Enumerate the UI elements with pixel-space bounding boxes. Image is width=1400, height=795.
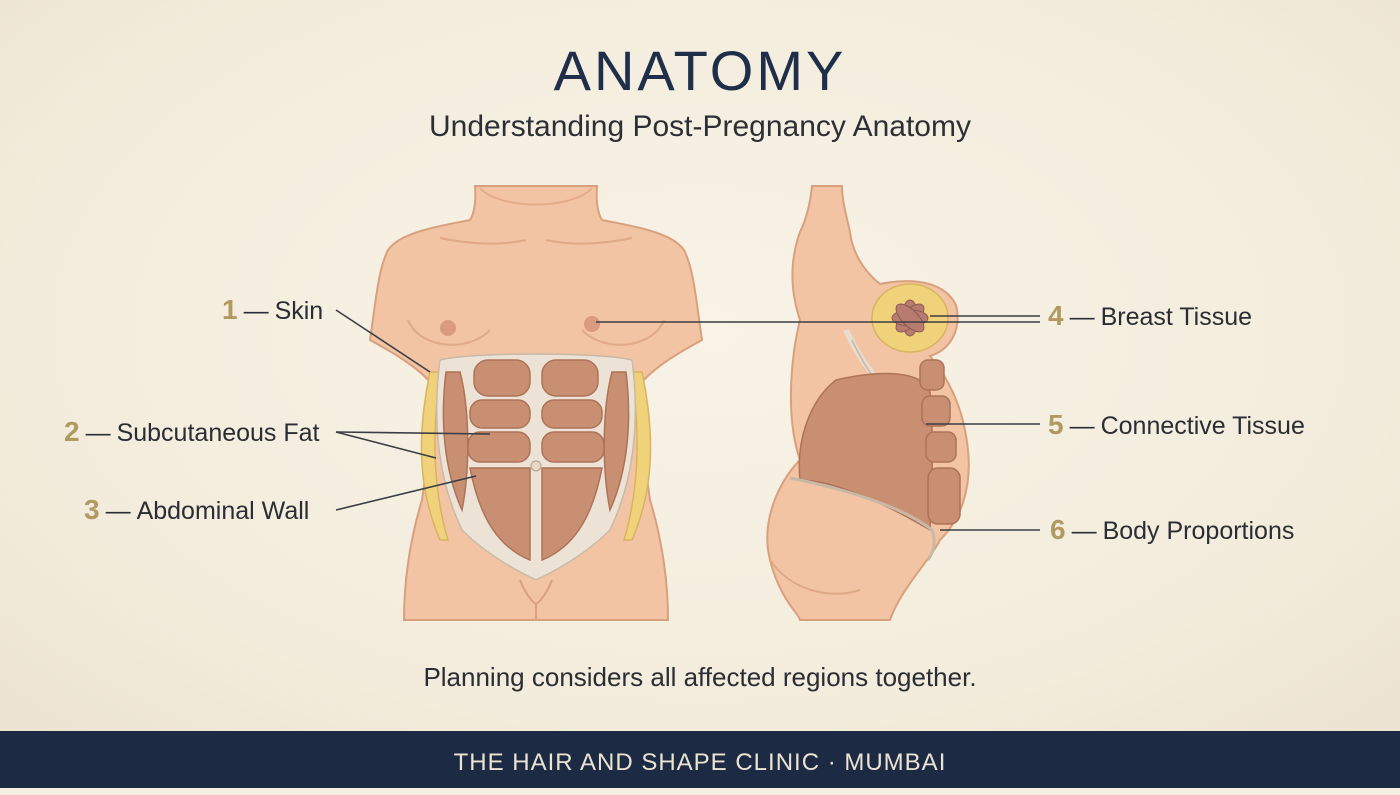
label-connective-tissue: 5—Connective Tissue <box>1048 409 1305 440</box>
leader-fat-2 <box>335 431 437 459</box>
breast-glands <box>891 299 929 337</box>
front-abdominal-muscles <box>467 359 605 562</box>
page-background <box>0 0 1400 731</box>
page-title: ANATOMY <box>553 39 847 102</box>
leader-lines <box>335 309 1040 531</box>
footer-bar: THE HAIR AND SHAPE CLINIC · MUMBAI <box>0 731 1400 788</box>
label-breast-tissue: 4—Breast Tissue <box>1048 300 1253 331</box>
side-body-figure <box>766 185 970 621</box>
leader-fat-1 <box>335 431 491 435</box>
side-rectus-blocks <box>919 359 961 525</box>
label-skin: 1—Skin <box>222 294 324 325</box>
label-abdominal-wall: 3—Abdominal Wall <box>84 494 310 525</box>
anatomy-illustration <box>335 185 1040 621</box>
leader-skin <box>335 309 431 373</box>
left-nipple <box>440 320 456 336</box>
front-body-figure <box>368 185 704 621</box>
footer-text: THE HAIR AND SHAPE CLINIC · MUMBAI <box>453 749 947 776</box>
page-subtitle: Understanding Post-Pregnancy Anatomy <box>429 110 971 143</box>
right-nipple <box>584 316 600 332</box>
navel <box>530 460 542 472</box>
leader-abdominal-wall <box>335 475 477 511</box>
label-subcutaneous-fat: 2—Subcutaneous Fat <box>64 416 320 447</box>
label-body-proportions: 6—Body Proportions <box>1050 514 1295 545</box>
caption: Planning considers all affected regions … <box>423 662 977 692</box>
